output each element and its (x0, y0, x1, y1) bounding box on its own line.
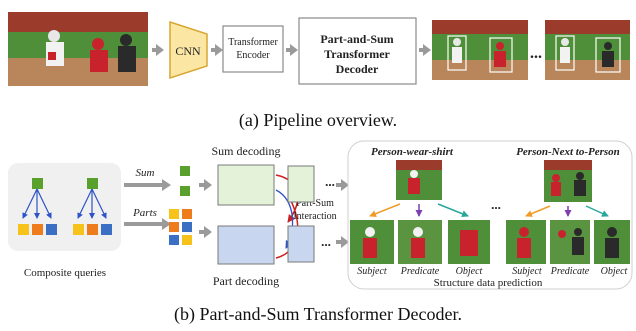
example-2-object-photo (594, 220, 630, 264)
example-2-predicate-photo (550, 220, 590, 264)
part-decoding-label: Part decoding (213, 274, 279, 288)
example-2-subject-label: Subject (512, 266, 542, 277)
arrow-sum-to-prediction (336, 179, 349, 191)
arrow-encoder-to-decoder (286, 44, 298, 56)
sum-label: Sum (136, 167, 155, 179)
query-tree-left (18, 178, 57, 235)
sum-query-squares (180, 166, 190, 196)
encoder-label-line1: Transformer (228, 37, 278, 48)
cnn-block: CNN (169, 20, 208, 80)
example-2-title: Person-Next to-Person (516, 146, 620, 158)
parts-label: Parts (132, 207, 157, 219)
input-photo (8, 12, 148, 86)
decoder-block: Part-and-Sum Transformer Decoder (298, 17, 417, 85)
example-2-object-label: Object (601, 266, 628, 277)
sum-decoding-block (217, 164, 275, 206)
arrow-photo-to-cnn (152, 44, 164, 56)
example-1-main-photo (396, 160, 442, 200)
encoder-block: Transformer Encoder (222, 25, 284, 73)
part-query-squares (169, 209, 192, 245)
arrow-cnn-to-encoder (211, 44, 223, 56)
decoder-label-line3: Decoder (336, 62, 379, 76)
prediction-label: Structure data prediction (434, 277, 543, 289)
part-decoding-block (217, 225, 275, 265)
example-1-title: Person-wear-shirt (371, 146, 454, 158)
interaction-label-line1: Part-Sum (296, 198, 334, 209)
composite-queries-panel (8, 163, 121, 251)
examples-ellipsis: ... (491, 197, 501, 212)
output-ellipsis: ... (530, 45, 542, 62)
example-1-subject-label: Subject (357, 266, 387, 277)
part-ellipsis: ... (321, 234, 331, 249)
sum-decoding-block-2 (287, 165, 315, 203)
query-tree-right (73, 178, 112, 235)
arrow-decoder-to-output (419, 44, 431, 56)
caption-b: (b) Part-and-Sum Transformer Decoder. (174, 304, 462, 325)
arrow-part-to-prediction (336, 236, 349, 248)
caption-a: (a) Pipeline overview. (239, 110, 397, 131)
decoder-detail-section: Composite queries Sum Parts Sum decoding… (8, 140, 633, 325)
arrow-to-sum-block (199, 179, 212, 191)
parts-arrow (124, 218, 171, 230)
output-photo-2 (545, 20, 630, 80)
example-1-object-photo (448, 220, 490, 264)
cnn-label: CNN (175, 44, 201, 58)
example-1-predicate-label: Predicate (400, 266, 440, 277)
decoder-label-line1: Part-and-Sum (320, 32, 393, 46)
pipeline-section: CNN Transformer Encoder Part-and-Sum Tra… (8, 12, 630, 131)
output-photo-1 (432, 20, 528, 80)
arrow-to-part-block (199, 226, 212, 238)
example-2-predicate-label: Predicate (550, 266, 590, 277)
example-2-subject-photo (506, 220, 546, 264)
interaction-label-line2: Interaction (293, 211, 336, 222)
example-1-object-label: Object (456, 266, 483, 277)
example-1-predicate-photo (398, 220, 442, 264)
sum-decoding-label: Sum decoding (212, 144, 281, 158)
composite-queries-label: Composite queries (24, 267, 106, 279)
decoder-label-line2: Transformer (324, 47, 390, 61)
sum-ellipsis: ... (325, 174, 335, 189)
part-decoding-block-2 (287, 225, 315, 263)
sum-arrow (124, 179, 171, 191)
encoder-label-line2: Encoder (236, 50, 270, 61)
example-2-main-photo (544, 160, 592, 202)
example-1-subject-photo (350, 220, 394, 264)
